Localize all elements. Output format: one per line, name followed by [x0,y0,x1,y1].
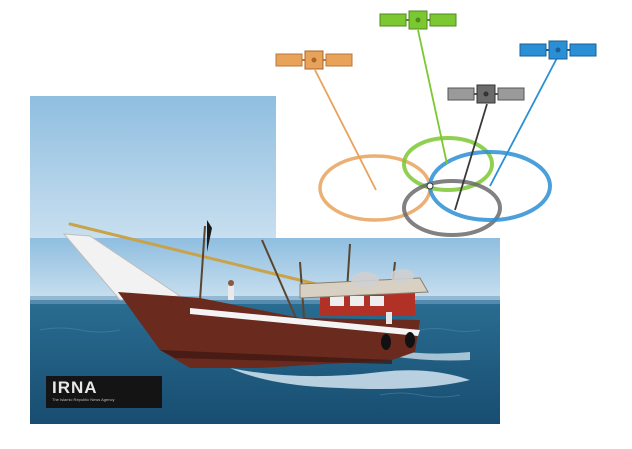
boat-photo [30,96,500,424]
coverage-ring-gray [402,179,502,237]
coverage-rings [318,136,552,237]
satellite-icon [275,50,353,70]
watermark-logo: IRNA The Islamic Republic News Agency [46,376,162,408]
satellite-icon [519,40,597,60]
logo-text: IRNA [52,378,98,397]
satellite-icon [447,84,525,104]
satellite-icon [379,10,457,30]
coverage-ring-green [402,136,494,192]
position-fix [426,182,434,190]
logo-tagline: The Islamic Republic News Agency [52,397,115,402]
satellite-beams [314,29,558,211]
